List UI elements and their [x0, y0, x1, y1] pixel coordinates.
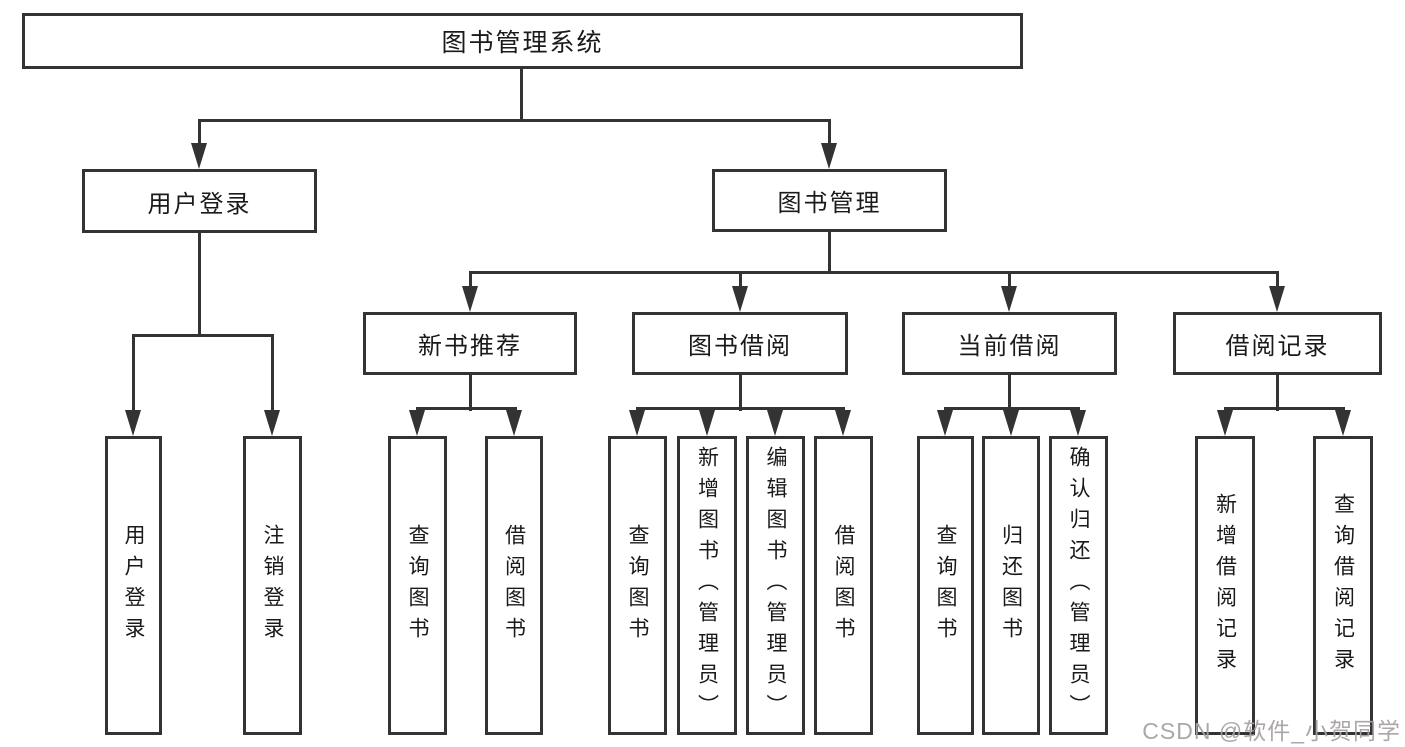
arrowhead-user-login	[191, 143, 207, 169]
leaf-cb-confirm-return-admin: 确认归还（管理员）	[1049, 436, 1108, 735]
node-current-borrow: 当前借阅	[902, 312, 1117, 375]
node-borrow-records: 借阅记录	[1173, 312, 1382, 375]
arrow-line-leaf-logout	[271, 334, 274, 414]
arrowhead-current-borrow	[1001, 286, 1017, 312]
leaf-rec-add-borrow-record: 新增借阅记录	[1195, 436, 1255, 735]
arrow-line-book-management	[828, 119, 831, 146]
connector-nb-stem	[469, 375, 472, 411]
node-new-book-recommend: 新书推荐	[363, 312, 577, 375]
arrowhead-leaf-user-login	[125, 410, 141, 436]
leaf-rec-query-borrow-record: 查询借阅记录	[1313, 436, 1373, 735]
connector-rec-stem	[1276, 375, 1279, 411]
leaf-user-login: 用户登录	[105, 436, 162, 735]
arrow-line-book-borrow	[739, 271, 742, 289]
connector-book-mgmt-stem	[828, 232, 831, 274]
connector-cb-stem	[1008, 375, 1011, 411]
connector-book-mgmt-hline	[469, 271, 1279, 274]
leaf-bw-query-books: 查询图书	[608, 436, 667, 735]
arrow-line-user-login	[198, 119, 201, 146]
node-book-borrow: 图书借阅	[632, 312, 848, 375]
arrowhead-rec-query	[1335, 410, 1351, 436]
connector-user-login-stem	[198, 233, 201, 337]
arrowhead-new-book-recommend	[462, 286, 478, 312]
connector-bw-stem	[739, 375, 742, 411]
leaf-nb-borrow-books: 借阅图书	[485, 436, 543, 735]
arrow-line-borrow-records	[1276, 271, 1279, 289]
arrow-line-leaf-user-login	[132, 334, 135, 414]
arrowhead-bw-query	[629, 410, 645, 436]
arrowhead-bw-borrow	[835, 410, 851, 436]
arrowhead-rec-add	[1217, 410, 1233, 436]
arrowhead-nb-query	[409, 410, 425, 436]
connector-root-stem	[520, 69, 523, 121]
node-user-login: 用户登录	[82, 169, 317, 233]
node-library-system: 图书管理系统	[22, 13, 1023, 69]
connector-bw-hline	[636, 407, 845, 410]
leaf-logout: 注销登录	[243, 436, 302, 735]
connector-user-login-hline	[132, 334, 274, 337]
leaf-nb-query-books: 查询图书	[388, 436, 447, 735]
leaf-bw-borrow-books: 借阅图书	[814, 436, 873, 735]
arrowhead-bw-add	[699, 410, 715, 436]
csdn-watermark: CSDN @软件_小贺同学	[1142, 718, 1401, 744]
node-book-management: 图书管理	[712, 169, 947, 232]
connector-nb-hline	[416, 407, 517, 410]
arrowhead-book-borrow	[732, 286, 748, 312]
connector-root-hline	[198, 119, 831, 122]
arrow-line-new-book-recommend	[469, 271, 472, 289]
arrow-line-current-borrow	[1008, 271, 1011, 289]
arrowhead-bw-edit	[767, 410, 783, 436]
leaf-bw-add-books-admin: 新增图书（管理员）	[677, 436, 737, 735]
arrowhead-nb-borrow	[506, 410, 522, 436]
leaf-bw-edit-books-admin: 编辑图书（管理员）	[746, 436, 805, 735]
arrowhead-book-management	[821, 143, 837, 169]
arrowhead-leaf-logout	[264, 410, 280, 436]
arrowhead-cb-return	[1003, 410, 1019, 436]
arrowhead-cb-confirm	[1070, 410, 1086, 436]
leaf-cb-query-books: 查询图书	[917, 436, 974, 735]
arrowhead-cb-query	[937, 410, 953, 436]
leaf-cb-return-books: 归还图书	[982, 436, 1040, 735]
connector-rec-hline	[1224, 407, 1345, 410]
arrowhead-borrow-records	[1269, 286, 1285, 312]
